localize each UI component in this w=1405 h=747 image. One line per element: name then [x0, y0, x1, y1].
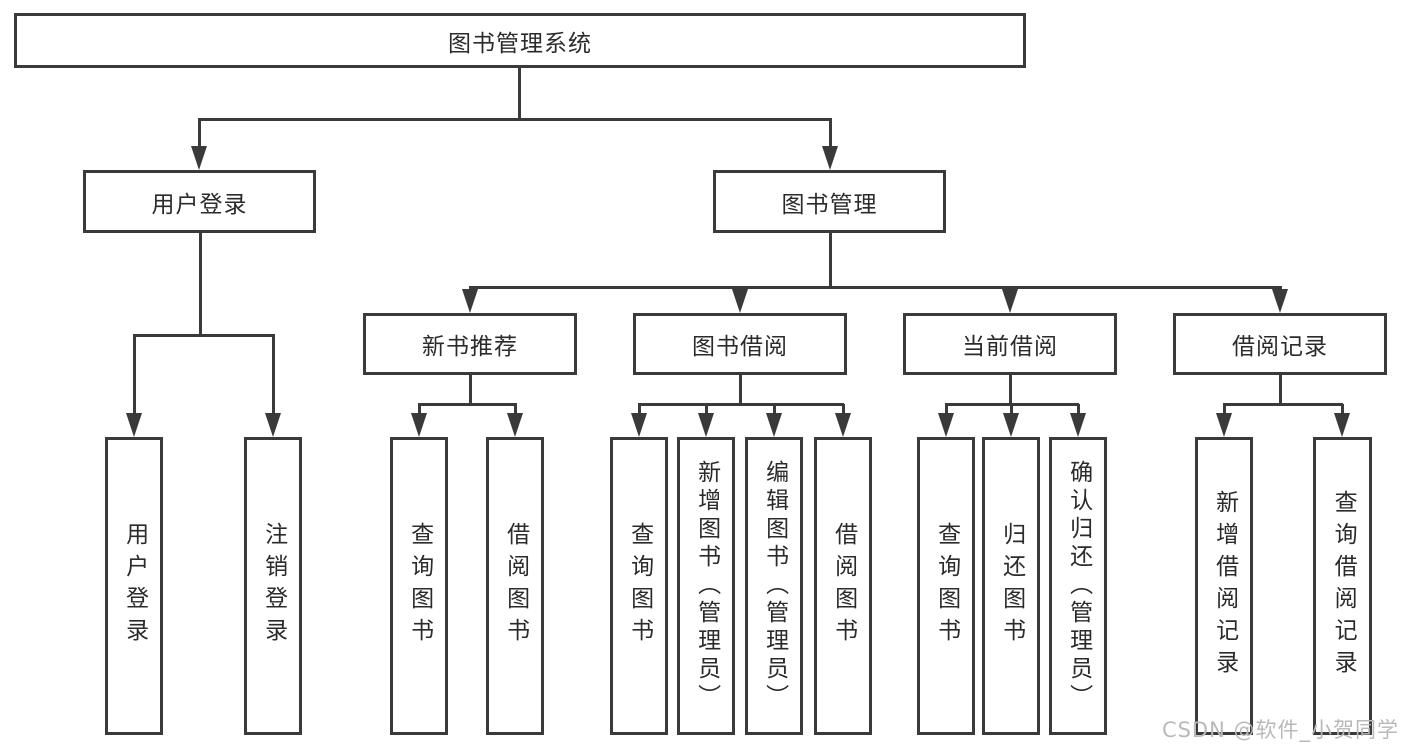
connector-groupC-stem	[739, 375, 742, 405]
leaf-borrow-query-book-label: 查询图书	[626, 522, 653, 650]
node-current-borrow-label: 当前借阅	[962, 334, 1058, 360]
connector-root-stem	[518, 68, 521, 120]
arrowhead-icon-e2	[1334, 413, 1350, 437]
arrowhead-icon-b1	[411, 413, 427, 437]
connector-leaf-user-login-shaft	[133, 335, 136, 415]
leaf-rec-borrow-book: 借阅图书	[486, 437, 544, 735]
arrowhead-icon-d2	[1003, 413, 1019, 437]
connector-c1-shaft	[638, 404, 641, 414]
leaf-records-add-record: 新增借阅记录	[1195, 437, 1253, 735]
leaf-records-query-record: 查询借阅记录	[1313, 437, 1372, 735]
arrowhead-icon-book-management	[822, 146, 838, 170]
connector-d3-shaft	[1077, 404, 1080, 414]
connector-user-branch-split	[133, 334, 275, 337]
leaf-rec-query-book-label: 查询图书	[406, 522, 433, 650]
connector-leaf-logout-shaft	[272, 335, 275, 415]
arrowhead-icon-user-login	[191, 146, 207, 170]
node-borrow-records-label: 借阅记录	[1232, 334, 1328, 360]
leaf-borrow-add-book-admin: 新增图书（管理员）	[677, 437, 735, 735]
connector-b1-shaft	[418, 404, 421, 414]
watermark-text: CSDN @软件_小贺同学	[1161, 718, 1399, 742]
connector-groupC-split	[638, 403, 844, 406]
leaf-current-query-book: 查询图书	[917, 437, 975, 735]
leaf-current-return-book: 归还图书	[982, 437, 1040, 735]
leaf-user-login-label: 用户登录	[121, 522, 148, 650]
arrowhead-icon-e1	[1216, 413, 1232, 437]
arrowhead-icon-d3	[1070, 413, 1086, 437]
leaf-current-query-book-label: 查询图书	[933, 522, 960, 650]
node-borrow-records: 借阅记录	[1173, 313, 1387, 375]
connector-d2-shaft	[1010, 404, 1013, 414]
connector-c4-shaft	[842, 404, 845, 414]
arrowhead-icon-c2	[698, 413, 714, 437]
connector-b2-shaft	[514, 404, 517, 414]
arrowhead-icon-c4	[835, 413, 851, 437]
connector-e2-shaft	[1341, 404, 1344, 414]
leaf-rec-query-book: 查询图书	[390, 437, 448, 735]
arrowhead-icon-leaf-logout	[265, 413, 281, 437]
node-new-book-recommend: 新书推荐	[363, 313, 577, 375]
leaf-logout: 注销登录	[244, 437, 302, 735]
leaf-current-confirm-return-admin: 确认归还（管理员）	[1049, 437, 1107, 735]
leaf-borrow-borrow-book: 借阅图书	[814, 437, 872, 735]
leaf-records-query-record-label: 查询借阅记录	[1330, 490, 1357, 682]
leaf-borrow-edit-book-admin-label: 编辑图书（管理员）	[761, 460, 788, 712]
arrowhead-icon-leaf-user-login	[126, 413, 142, 437]
leaf-records-add-record-label: 新增借阅记录	[1211, 490, 1238, 682]
node-current-borrow: 当前借阅	[903, 313, 1117, 375]
connector-mgmt-branch-stem	[829, 233, 832, 288]
leaf-user-login: 用户登录	[105, 437, 163, 735]
leaf-borrow-edit-book-admin: 编辑图书（管理员）	[745, 437, 803, 735]
leaf-rec-borrow-book-label: 借阅图书	[502, 522, 529, 650]
arrowhead-icon-c3	[766, 413, 782, 437]
connector-user-login-shaft	[198, 119, 201, 149]
connector-c2-shaft	[705, 404, 708, 414]
connector-groupE-stem	[1279, 375, 1282, 405]
node-user-login: 用户登录	[83, 170, 316, 233]
arrowhead-icon-b2	[507, 413, 523, 437]
arrowhead-icon-c1	[631, 413, 647, 437]
connector-e1-shaft	[1223, 404, 1226, 414]
node-user-login-label: 用户登录	[151, 191, 248, 218]
connector-d1-shaft	[945, 404, 948, 414]
connector-groupB-split	[418, 403, 517, 406]
node-book-borrow: 图书借阅	[633, 313, 847, 375]
arrowhead-icon-d1	[938, 413, 954, 437]
node-new-book-recommend-label: 新书推荐	[422, 334, 518, 360]
arrowhead-icon-book-borrow	[732, 289, 748, 313]
connector-c3-shaft	[773, 404, 776, 414]
arrowhead-icon-borrow-records	[1272, 289, 1288, 313]
leaf-logout-label: 注销登录	[260, 522, 287, 650]
node-book-management-label: 图书管理	[781, 191, 878, 218]
connector-root-split	[198, 118, 832, 121]
leaf-current-return-book-label: 归还图书	[998, 522, 1025, 650]
connector-mgmt-branch-split	[469, 286, 1282, 289]
leaf-borrow-borrow-book-label: 借阅图书	[830, 522, 857, 650]
node-book-management: 图书管理	[713, 170, 946, 233]
connector-book-management-shaft	[829, 119, 832, 149]
node-root-label: 图书管理系统	[448, 30, 592, 57]
connector-groupE-split	[1223, 403, 1343, 406]
leaf-borrow-query-book: 查询图书	[610, 437, 668, 735]
connector-groupD-stem	[1009, 375, 1012, 405]
arrowhead-icon-new-book	[462, 289, 478, 313]
leaf-borrow-add-book-admin-label: 新增图书（管理员）	[693, 460, 720, 712]
connector-groupB-stem	[469, 375, 472, 405]
leaf-current-confirm-return-admin-label: 确认归还（管理员）	[1065, 460, 1092, 712]
arrowhead-icon-current-borrow	[1002, 289, 1018, 313]
node-root: 图书管理系统	[14, 13, 1026, 68]
connector-user-branch-stem	[199, 233, 202, 336]
node-book-borrow-label: 图书借阅	[692, 334, 788, 360]
